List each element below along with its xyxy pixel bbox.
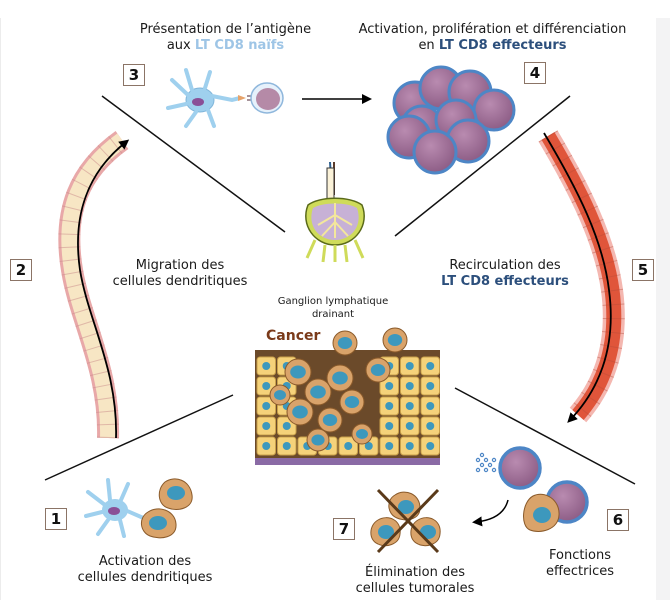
healthy-cell	[420, 396, 440, 416]
tumor-cell	[284, 358, 312, 386]
healthy-cell	[277, 436, 297, 456]
step2-label: Migration des cellules dendritiques	[112, 258, 248, 289]
healthy-cell	[400, 356, 420, 376]
divider-top-right	[394, 95, 571, 237]
step-box-6: 6	[607, 509, 629, 531]
step4-title: Activation, prolifération et différencia…	[340, 22, 645, 54]
healthy-cell	[400, 436, 420, 456]
naive-cd8-highlight: LT CD8 naïfs	[194, 38, 285, 53]
healthy-cell	[400, 416, 420, 436]
step5-label: Recirculation des LT CD8 effecteurs	[430, 258, 580, 290]
step-box-1: 1	[45, 508, 67, 530]
healthy-cell	[420, 376, 440, 396]
blood-vessel	[538, 130, 625, 423]
antigen-presentation-illustration	[166, 68, 284, 128]
tumor-cell	[269, 384, 291, 406]
step-box-4: 4	[524, 62, 546, 84]
cancer-tissue-illustration	[255, 327, 440, 465]
tumor-cell	[332, 330, 358, 356]
tumor-cell	[351, 423, 373, 445]
tumor-cells-cluster	[269, 327, 408, 452]
lymphatic-vessel	[58, 131, 130, 439]
dendritic-cell-top	[166, 68, 242, 128]
tumor-cell	[365, 357, 391, 383]
healthy-cell	[420, 436, 440, 456]
healthy-cell	[420, 416, 440, 436]
divider-lines	[44, 95, 636, 485]
healthy-cell	[256, 356, 276, 376]
healthy-cell	[400, 396, 420, 416]
tumor-cell	[286, 398, 314, 426]
divider-top-left	[101, 95, 286, 233]
tumor-cell	[317, 407, 343, 433]
lymph-node-illustration	[305, 161, 365, 263]
healthy-cell	[256, 436, 276, 456]
elimination-arrow	[472, 499, 509, 527]
divider-bottom-left	[44, 394, 234, 481]
healthy-cell	[420, 356, 440, 376]
healthy-cell	[379, 436, 399, 456]
tumor-elimination-illustration	[370, 488, 441, 554]
step-box-5: 5	[632, 259, 654, 281]
step-box-7: 7	[333, 518, 355, 540]
healthy-cell	[338, 436, 358, 456]
effector-cd8-highlight-2: LT CD8 effecteurs	[441, 274, 569, 289]
cancer-label: Cancer	[266, 328, 321, 344]
healthy-cell	[379, 376, 399, 396]
healthy-cell	[379, 416, 399, 436]
migration-arrow	[77, 139, 130, 439]
step1-label: Activation des cellules dendritiques	[77, 554, 213, 585]
step6-label: Fonctions effectrices	[545, 548, 615, 579]
recirculation-arrow	[543, 132, 612, 423]
effector-cd8-highlight: LT CD8 effecteurs	[438, 38, 567, 53]
tumor-cell	[339, 389, 365, 415]
lymph-node-label: Ganglion lymphatique drainant	[277, 296, 389, 320]
healthy-cell	[379, 396, 399, 416]
step3-title: Présentation de l’antigène aux LT CD8 na…	[118, 22, 333, 54]
tumor-cell	[304, 378, 332, 406]
effector-functions-illustration	[472, 446, 589, 532]
dendritic-activation-illustration	[84, 478, 193, 539]
tumor-cell	[306, 428, 330, 452]
step4-title-line2: en LT CD8 effecteurs	[418, 38, 567, 53]
tumor-cell	[382, 327, 408, 353]
healthy-cell	[256, 396, 276, 416]
left-edge	[0, 18, 1, 600]
right-panel-edge	[656, 18, 670, 600]
cytokine-dots	[475, 452, 497, 473]
divider-bottom-right	[454, 387, 636, 485]
step-box-3: 3	[123, 64, 145, 86]
step4-title-line1: Activation, prolifération et différencia…	[358, 22, 627, 37]
healthy-cell	[256, 416, 276, 436]
healthy-cell	[400, 376, 420, 396]
step-box-2: 2	[10, 259, 32, 281]
step7-label: Élimination des cellules tumorales	[355, 565, 475, 596]
step3-title-line2: aux LT CD8 naïfs	[166, 38, 285, 53]
effector-t-cell-cluster	[386, 65, 516, 175]
step3-title-line1: Présentation de l’antigène	[139, 22, 312, 37]
tumor-cell	[326, 364, 354, 392]
